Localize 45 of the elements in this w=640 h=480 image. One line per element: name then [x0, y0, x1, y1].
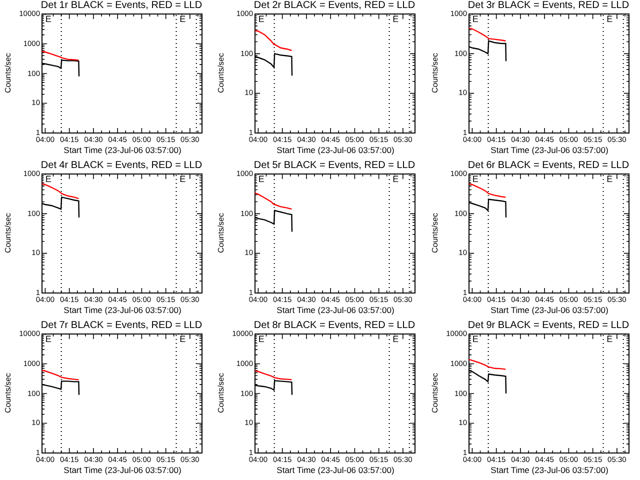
axis-title: Start Time (23-Jul-06 03:57:00) — [490, 305, 610, 315]
event-marker-label: E — [178, 335, 187, 343]
event-marker-label: E — [257, 335, 266, 343]
chart-title: Det 2r BLACK = Events, RED = LLD — [253, 0, 416, 12]
event-marker-label: E — [606, 15, 614, 23]
chart-title: Det 6r BLACK = Events, RED = LLD — [467, 160, 630, 172]
axis-title: Start Time (23-Jul-06 03:57:00) — [490, 145, 610, 155]
event-marker-label: E — [392, 175, 400, 183]
axis-title: Start Time (23-Jul-06 03:57:00) — [490, 465, 610, 475]
event-marker-label: E — [471, 15, 480, 23]
event-marker-label: E — [471, 175, 480, 183]
axis-title: Start Time (23-Jul-06 03:57:00) — [276, 465, 396, 475]
event-marker-label: E — [257, 15, 266, 23]
axis-title: Start Time (23-Jul-06 03:57:00) — [276, 305, 396, 315]
event-marker-label: E — [44, 175, 52, 183]
chart-title: Det 5r BLACK = Events, RED = LLD — [253, 160, 416, 172]
axis-title: Counts/sec — [4, 212, 12, 254]
event-marker-label: E — [606, 175, 614, 183]
chart-title: Det 4r BLACK = Events, RED = LLD — [40, 160, 204, 172]
event-marker-label: E — [392, 15, 400, 23]
axis-title: Start Time (23-Jul-06 03:57:00) — [62, 145, 182, 155]
axis-title: Counts/sec — [216, 372, 226, 414]
axis-title: Counts/sec — [4, 52, 12, 94]
event-marker-label: E — [178, 15, 187, 23]
axis-title: Counts/sec — [430, 52, 440, 94]
event-marker-label: E — [392, 335, 400, 343]
event-marker-label: E — [471, 335, 480, 343]
axis-title: Start Time (23-Jul-06 03:57:00) — [276, 145, 396, 155]
axis-title: Start Time (23-Jul-06 03:57:00) — [62, 305, 182, 315]
chart-title: Det 8r BLACK = Events, RED = LLD — [253, 320, 416, 332]
event-marker-label: E — [44, 15, 52, 23]
axis-title: Counts/sec — [216, 212, 226, 254]
event-marker-label: E — [44, 335, 52, 343]
chart-title: Det 3r BLACK = Events, RED = LLD — [467, 0, 630, 12]
chart-title: Det 9r BLACK = Events, RED = LLD — [467, 320, 630, 332]
chart-title: Det 7r BLACK = Events, RED = LLD — [40, 320, 204, 332]
axis-title: Start Time (23-Jul-06 03:57:00) — [62, 465, 182, 475]
axis-title: Counts/sec — [4, 372, 12, 414]
event-marker-label: E — [178, 175, 187, 183]
axis-title: Counts/sec — [430, 372, 440, 414]
axis-title: Counts/sec — [216, 52, 226, 94]
chart-title: Det 1r BLACK = Events, RED = LLD — [40, 0, 204, 12]
event-marker-label: E — [257, 175, 266, 183]
event-marker-label: E — [606, 335, 614, 343]
axis-title: Counts/sec — [430, 212, 440, 254]
